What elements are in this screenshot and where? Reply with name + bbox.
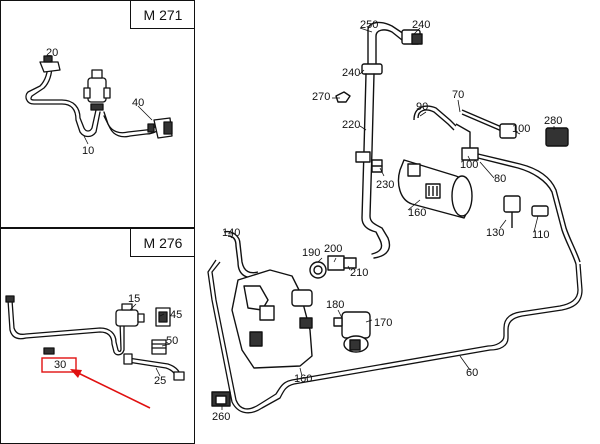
canister-assembly [397,105,581,265]
part-number-110: 110 [532,229,550,241]
highlight-arrow-head [70,369,82,378]
part-number-15: 15 [128,293,141,305]
part-number-260: 260 [212,411,231,423]
part-number-140: 140 [222,227,241,239]
panel-title-m276: M 276 [143,235,183,251]
part-number-90: 90 [416,101,429,113]
part-number-240-mid: 240 [342,67,361,79]
title-tabs [130,0,195,257]
purge-valve-assembly [211,230,371,407]
part-number-270: 270 [312,91,331,103]
part-number-190: 190 [302,247,321,259]
part-number-40: 40 [132,97,145,109]
part-number-25: 25 [154,375,167,387]
part-number-100-right: 100 [512,123,531,135]
part-number-60: 60 [466,367,479,379]
part-number-30: 30 [54,359,67,371]
highlight-box [41,357,77,373]
part-number-280: 280 [544,115,563,127]
line-60 [207,259,583,414]
part-number-130: 130 [486,227,505,239]
part-number-80: 80 [494,173,507,185]
part-number-70: 70 [452,89,465,101]
part-number-20: 20 [46,47,59,59]
panel-title-m271: M 271 [143,7,183,23]
main-hose-assembly [335,21,423,259]
m276-hose-assembly [5,295,185,381]
part-number-160-pump: 160 [294,373,313,385]
leader-lines [49,27,555,410]
part-number-200: 200 [324,243,343,255]
part-number-170: 170 [374,317,393,329]
part-number-180: 180 [326,299,345,311]
part-number-45: 45 [170,309,183,321]
part-number-10: 10 [82,145,95,157]
part-number-220: 220 [342,119,361,131]
m271-hose-assembly [25,55,173,139]
part-number-160-canister: 160 [408,207,427,219]
part-number-210: 210 [350,267,369,279]
part-number-230: 230 [376,179,395,191]
part-number-100-lower: 100 [460,159,479,171]
highlight-arrow-shaft [71,369,151,409]
part-number-50: 50 [166,335,179,347]
part-number-240-top: 240 [412,19,431,31]
part-number-250: 250 [360,19,379,31]
